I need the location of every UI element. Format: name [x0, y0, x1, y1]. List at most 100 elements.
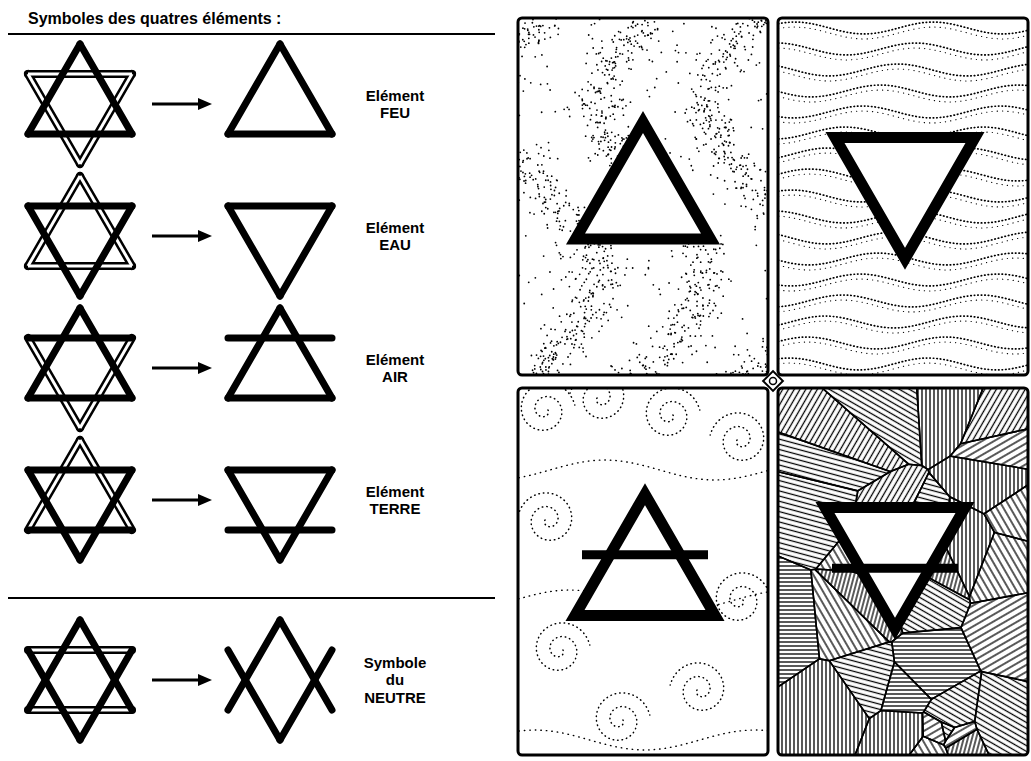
stipple-dot	[599, 121, 601, 123]
stipple-dot	[528, 33, 530, 35]
element-symbol	[228, 308, 332, 398]
stipple-dot	[543, 170, 545, 172]
stipple-dot	[688, 158, 690, 160]
stipple-dot	[550, 185, 552, 187]
stipple-dot	[606, 68, 608, 70]
stipple-dot	[743, 195, 745, 197]
stipple-dot	[583, 281, 585, 283]
stipple-dot	[756, 23, 758, 25]
stipple-dot	[602, 57, 604, 59]
air-curl	[596, 693, 650, 740]
stipple-dot	[764, 22, 766, 24]
stipple-dot	[755, 244, 757, 246]
stipple-dot	[695, 138, 697, 140]
solid-stroke	[28, 44, 80, 134]
stipple-dot	[728, 99, 730, 101]
stipple-dot	[521, 56, 523, 58]
stipple-dot	[700, 289, 702, 291]
stipple-dot	[544, 324, 546, 326]
stipple-dot	[608, 153, 610, 155]
stipple-dot	[647, 34, 649, 36]
stipple-dot	[534, 277, 536, 279]
stipple-dot	[725, 67, 727, 69]
stipple-dot	[717, 68, 719, 70]
stipple-dot	[614, 61, 616, 63]
stipple-dot	[543, 197, 545, 199]
stipple-dot	[592, 258, 594, 260]
stipple-dot	[547, 208, 549, 210]
stipple-dot	[550, 181, 552, 183]
stipple-dot	[754, 21, 756, 23]
stipple-dot	[720, 279, 722, 281]
stipple-dot	[598, 143, 600, 145]
stipple-dot	[693, 269, 695, 271]
stipple-dot	[713, 149, 715, 151]
stipple-dot	[524, 78, 526, 80]
stipple-dot	[576, 325, 578, 327]
stipple-dot	[693, 125, 695, 127]
stipple-dot	[556, 220, 558, 222]
stipple-dot	[585, 268, 587, 270]
stipple-dot	[549, 27, 551, 29]
stipple-dot	[601, 47, 603, 49]
stipple-dot	[558, 252, 560, 254]
stipple-dot	[581, 343, 583, 345]
stipple-dot	[684, 245, 686, 247]
panel-frame	[778, 388, 1028, 755]
stipple-dot	[533, 34, 535, 36]
stipple-dot	[585, 356, 587, 358]
stipple-dot	[537, 358, 539, 360]
stipple-dot	[715, 249, 717, 251]
stipple-dot	[630, 101, 632, 103]
stipple-dot	[662, 347, 664, 349]
stipple-dot	[654, 87, 656, 89]
stipple-dot	[544, 347, 546, 349]
stipple-dot	[523, 149, 525, 151]
stipple-dot	[614, 146, 616, 148]
stipple-dot	[677, 342, 679, 344]
stipple-dot	[702, 297, 704, 299]
stipple-dot	[743, 71, 745, 73]
stipple-dot	[730, 46, 732, 48]
stipple-dot	[685, 307, 687, 309]
stipple-dot	[752, 368, 754, 370]
stipple-dot	[610, 57, 612, 59]
stipple-dot	[668, 333, 670, 335]
stipple-dot	[728, 145, 730, 147]
stipple-dot	[581, 98, 583, 100]
air-curl	[570, 388, 624, 418]
stipple-dot	[683, 23, 685, 25]
stipple-dot	[603, 250, 605, 252]
stipple-dot	[694, 284, 696, 286]
stipple-dot	[614, 35, 616, 37]
stipple-dot	[703, 144, 705, 146]
stipple-dot	[695, 112, 697, 114]
stipple-dot	[621, 140, 623, 142]
stipple-dot	[682, 252, 684, 254]
stipple-dot	[598, 53, 600, 55]
stipple-dot	[582, 259, 584, 261]
stipple-dot	[761, 370, 763, 372]
stipple-dot	[751, 360, 753, 362]
stipple-dot	[712, 39, 714, 41]
stipple-dot	[551, 363, 553, 365]
stipple-dot	[719, 49, 721, 51]
stipple-dot	[568, 203, 570, 205]
stipple-dot	[665, 71, 667, 73]
stipple-dot	[724, 140, 726, 142]
stipple-dot	[755, 64, 757, 66]
stipple-dot	[568, 286, 570, 288]
stipple-dot	[700, 85, 702, 87]
stipple-dot	[595, 53, 597, 55]
stipple-dot	[742, 187, 744, 189]
stipple-dot	[700, 261, 702, 263]
stipple-dot	[760, 169, 762, 171]
stipple-dot	[610, 149, 612, 151]
stipple-dot	[570, 314, 572, 316]
wave-line	[778, 300, 1028, 312]
stipple-dot	[686, 298, 688, 300]
stipple-dot	[551, 194, 553, 196]
stipple-dot	[542, 203, 544, 205]
stipple-dot	[740, 186, 742, 188]
stipple-dot	[611, 131, 613, 133]
